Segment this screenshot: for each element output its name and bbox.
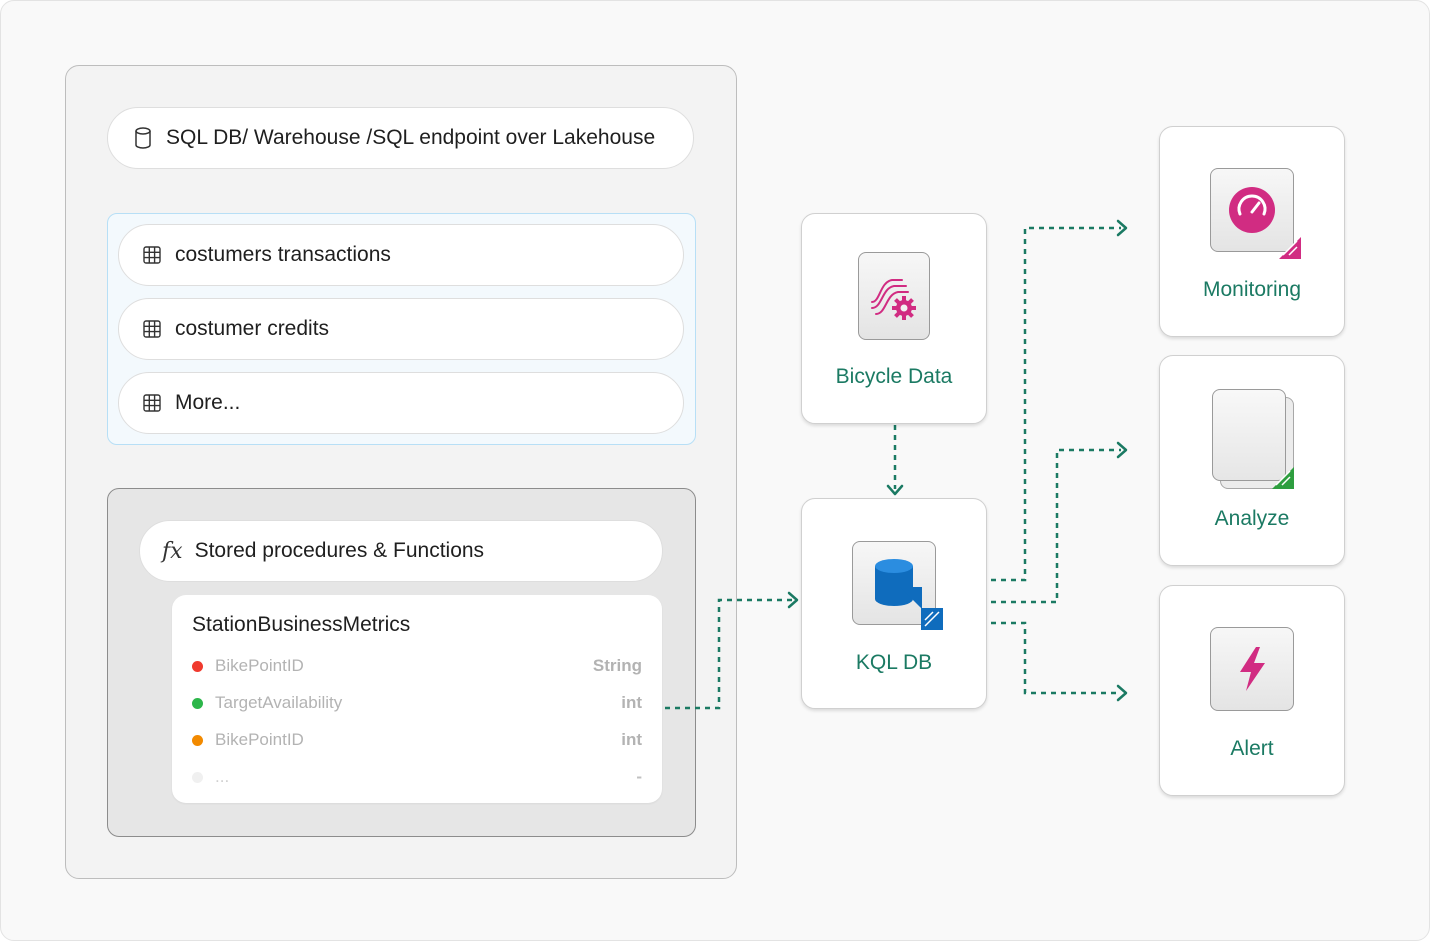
table-item-label: More... <box>175 391 241 414</box>
connector-kql-to-analyze <box>991 448 1121 604</box>
field-type: int <box>621 730 642 749</box>
function-card-title: StationBusinessMetrics <box>192 613 411 636</box>
connector-kql-to-alert <box>991 621 1121 695</box>
field-row: ... - <box>192 765 642 789</box>
field-status-dot <box>192 771 203 783</box>
table-item-label: costumer credits <box>175 317 330 340</box>
field-name: BikePointID <box>215 730 304 749</box>
dashboard-gauge-icon <box>1210 168 1301 259</box>
monitoring-node[interactable]: Monitoring <box>1159 126 1345 337</box>
table-item-label: costumers transactions <box>175 243 391 266</box>
field-type: String <box>592 656 642 675</box>
analyze-node[interactable]: Analyze <box>1159 355 1345 566</box>
procedures-label: Stored procedures & Functions <box>194 539 485 562</box>
field-row: BikePointID int <box>192 728 642 752</box>
analyze-label: Analyze <box>1214 507 1290 530</box>
table-grid-icon <box>141 244 163 266</box>
field-name: ... <box>215 767 230 786</box>
procedures-pill[interactable]: fx Stored procedures & Functions <box>139 520 663 582</box>
function-card[interactable]: StationBusinessMetrics BikePointID Strin… <box>172 595 662 803</box>
alert-label: Alert <box>1230 737 1274 760</box>
field-name: BikePointID <box>215 656 304 675</box>
field-status-dot <box>192 697 203 709</box>
table-item-more[interactable]: More... <box>118 372 684 434</box>
bicycle-data-label: Bicycle Data <box>835 365 953 388</box>
arrowhead <box>1116 219 1128 237</box>
tables-group: costumers transactions costumer credits … <box>107 213 696 445</box>
table-item-costumer-credits[interactable]: costumer credits <box>118 298 684 360</box>
field-row: BikePointID String <box>192 654 642 678</box>
lightning-icon <box>1210 627 1294 711</box>
arrowhead <box>886 484 904 496</box>
eventstream-icon <box>858 252 930 340</box>
arrowhead <box>1116 684 1128 702</box>
sql-source-label: SQL DB/ Warehouse /SQL endpoint over Lak… <box>166 126 656 149</box>
kql-db-node[interactable]: KQL DB <box>801 498 987 709</box>
field-type: int <box>621 693 642 712</box>
field-status-dot <box>192 734 203 746</box>
function-icon: fx <box>162 538 183 564</box>
table-grid-icon <box>141 318 163 340</box>
bicycle-data-node[interactable]: Bicycle Data <box>801 213 987 424</box>
alert-node[interactable]: Alert <box>1159 585 1345 796</box>
kql-database-icon <box>852 541 943 630</box>
kql-db-label: KQL DB <box>855 651 933 674</box>
field-status-dot <box>192 660 203 672</box>
procedures-group: fx Stored procedures & Functions Station… <box>107 488 696 837</box>
connector-kql-to-monitoring <box>991 226 1121 582</box>
arrowhead <box>1116 441 1128 459</box>
field-row: TargetAvailability int <box>192 691 642 715</box>
queryset-icon <box>1212 389 1294 489</box>
database-icon <box>132 127 154 149</box>
connector-function-to-kql <box>665 598 793 710</box>
arrowhead <box>787 591 799 609</box>
table-grid-icon <box>141 392 163 414</box>
field-type: - <box>636 767 642 786</box>
sql-source-pill[interactable]: SQL DB/ Warehouse /SQL endpoint over Lak… <box>107 107 694 169</box>
table-item-costumers-transactions[interactable]: costumers transactions <box>118 224 684 286</box>
monitoring-label: Monitoring <box>1202 278 1302 301</box>
field-name: TargetAvailability <box>215 693 343 712</box>
